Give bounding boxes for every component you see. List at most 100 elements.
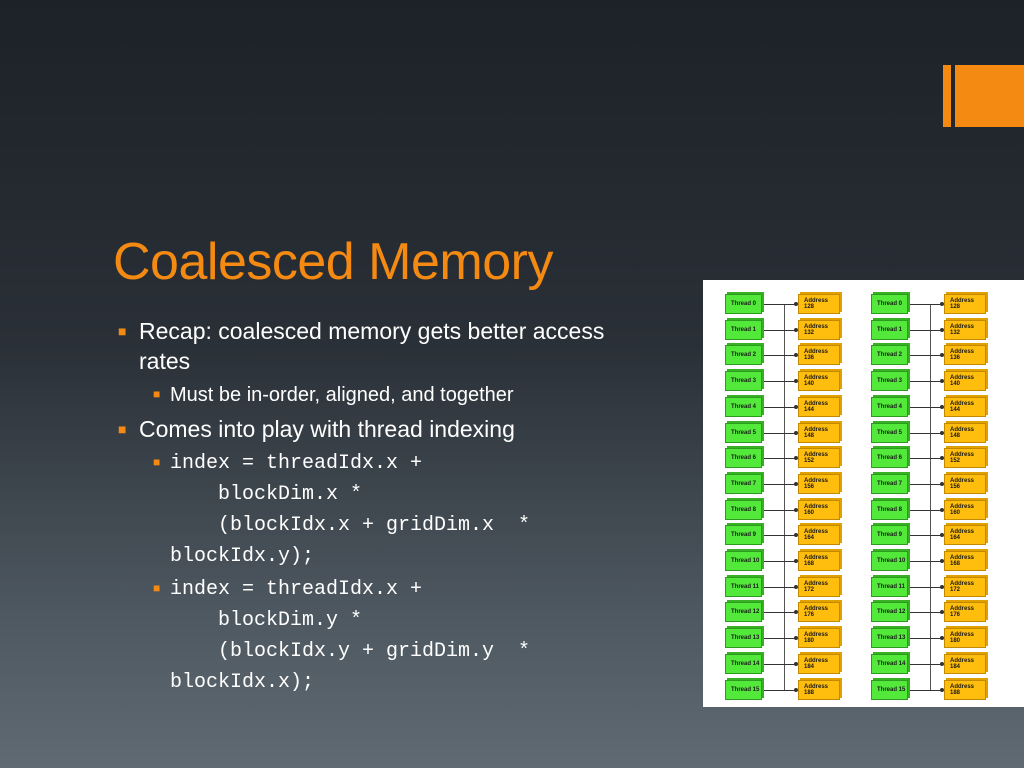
address-box: Address 140 [944,371,986,392]
address-box: Address 140 [798,371,840,392]
bullet-recap: ■ Recap: coalesced memory gets better ac… [118,316,618,376]
thread-address-connector [764,584,798,589]
thread-address-connector [764,559,798,563]
bullet-thread-indexing-text: Comes into play with thread indexing [139,416,515,442]
thread-address-connector [764,456,798,461]
address-box: Address 148 [944,422,986,443]
bullet-requirements-text: Must be in-order, aligned, and together [170,384,514,406]
thread-box: Thread 12 [725,602,762,623]
thread-address-connector [910,430,944,435]
thread-box: Thread 15 [871,679,908,700]
thread-box: Thread 12 [871,602,908,623]
thread-address-connector [910,456,944,461]
code-bullet-x: ■ index = threadIdx.x + blockDim.x * (bl… [118,448,618,572]
address-box: Address 180 [944,628,986,649]
thread-box: Thread 5 [725,422,762,443]
thread-address-connector [764,327,798,332]
accent-bar-thick [955,65,1024,127]
address-box: Address 128 [944,294,986,314]
address-box: Address 144 [798,396,840,417]
thread-box: Thread 2 [871,345,908,366]
address-box: Address 168 [944,551,986,571]
address-box: Address 172 [944,576,986,597]
slide-content: ■ Recap: coalesced memory gets better ac… [118,316,618,700]
square-bullet-icon: ■ [153,455,161,469]
address-box: Address 160 [798,499,840,520]
accent-bar-thin [943,65,951,127]
thread-address-connector [764,404,798,409]
address-box: Address 176 [944,602,986,623]
address-box: Address 188 [798,679,840,700]
thread-address-connector [764,430,798,435]
thread-box: Thread 14 [725,653,762,674]
address-box: Address 148 [798,422,840,443]
thread-box: Thread 3 [725,371,762,392]
column-line [930,304,931,690]
thread-address-connector [764,507,798,512]
thread-address-connector [910,507,944,512]
address-box: Address 172 [798,576,840,597]
column-line [784,304,785,690]
square-bullet-icon: ■ [153,387,161,401]
thread-address-connector [910,379,944,384]
thread-address-connector [764,636,798,641]
thread-box: Thread 3 [871,371,908,392]
thread-box: Thread 10 [871,551,908,571]
thread-box: Thread 6 [725,448,762,469]
thread-box: Thread 1 [871,319,908,340]
thread-box: Thread 8 [725,499,762,520]
thread-address-connector [910,533,944,538]
address-box: Address 128 [798,294,840,314]
thread-box: Thread 9 [725,525,762,546]
thread-address-connector [910,636,944,641]
thread-box: Thread 14 [871,653,908,674]
square-bullet-icon: ■ [118,421,127,437]
thread-address-connector [764,610,798,615]
thread-address-connector [764,533,798,538]
square-bullet-icon: ■ [153,581,161,595]
thread-address-connector [764,379,798,384]
thread-address-connector [910,327,944,332]
thread-box: Thread 0 [871,294,908,314]
thread-address-connector [764,302,798,306]
thread-address-connector [910,584,944,589]
address-box: Address 152 [798,448,840,469]
thread-box: Thread 1 [725,319,762,340]
address-box: Address 184 [798,653,840,674]
address-box: Address 136 [798,345,840,366]
thread-box: Thread 7 [725,473,762,494]
thread-box: Thread 15 [725,679,762,700]
thread-box: Thread 6 [871,448,908,469]
thread-box: Thread 4 [871,396,908,417]
thread-address-connector [910,404,944,409]
bullet-requirements: ■ Must be in-order, aligned, and togethe… [118,380,618,410]
address-box: Address 156 [944,473,986,494]
address-box: Address 164 [798,525,840,546]
address-box: Address 132 [944,319,986,340]
slide-title: Coalesced Memory [113,233,553,291]
address-box: Address 164 [944,525,986,546]
thread-box: Thread 10 [725,551,762,571]
thread-address-connector [910,687,944,692]
thread-box: Thread 13 [871,628,908,649]
thread-address-connector [910,559,944,563]
thread-box: Thread 7 [871,473,908,494]
code-index-y: index = threadIdx.x + blockDim.y * (bloc… [170,578,531,694]
square-bullet-icon: ■ [118,323,127,339]
thread-address-connector [910,481,944,486]
address-box: Address 152 [944,448,986,469]
address-box: Address 168 [798,551,840,571]
thread-box: Thread 11 [725,576,762,597]
address-box: Address 136 [944,345,986,366]
thread-address-connector [764,687,798,692]
thread-address-connector [764,481,798,486]
thread-box: Thread 2 [725,345,762,366]
thread-address-connector [764,661,798,666]
bullet-recap-text: Recap: coalesced memory gets better acce… [139,318,605,374]
bullet-thread-indexing: ■ Comes into play with thread indexing [118,414,618,444]
thread-box: Thread 9 [871,525,908,546]
address-box: Address 144 [944,396,986,417]
thread-box: Thread 13 [725,628,762,649]
thread-address-connector [910,302,944,306]
